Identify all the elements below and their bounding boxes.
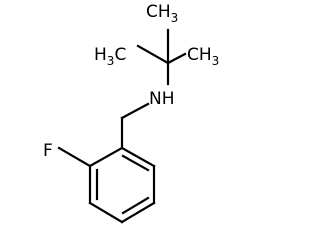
atom-label-ch3-right: CH3: [187, 45, 219, 68]
ring-bond-4: [88, 201, 124, 224]
bond-ring-to-fluorine: [57, 146, 92, 168]
bond-quaternary-c-to-ch3-right: [166, 52, 187, 65]
bond-quaternary-c-to-ch3-left: [136, 44, 170, 65]
bond-nitrogen-to-ch2: [120, 102, 150, 120]
atom-label-nh: NH: [149, 89, 175, 109]
atom-label-ch3-top: CH3: [146, 2, 178, 25]
ring-double-bond-inner-2: [121, 196, 150, 215]
ring-bond-1: [120, 146, 156, 168]
ring-double-bond-inner-1: [121, 154, 150, 172]
atom-label-ch3-left: H3C: [94, 45, 126, 68]
chemical-structure-diagram: CH3 CH3 H3C NH F: [43, 2, 219, 224]
ring-bond-6: [88, 146, 124, 168]
ring-bond-3: [120, 201, 156, 224]
atom-label-fluorine: F: [43, 141, 53, 161]
